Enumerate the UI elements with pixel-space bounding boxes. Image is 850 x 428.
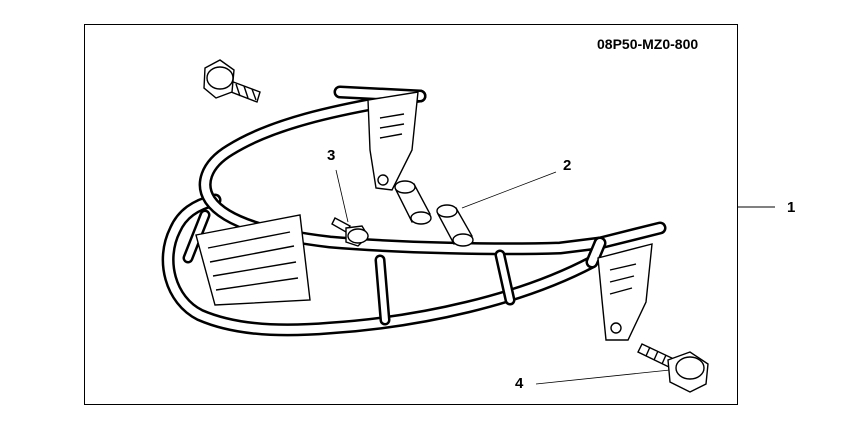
callout-3: 3	[327, 147, 336, 164]
part-number-label: 08P50-MZ0-800	[597, 36, 699, 52]
callout-1: 1	[787, 199, 796, 216]
leader-line-3	[335, 169, 349, 223]
right-mounting-bracket	[597, 243, 653, 341]
spacer-collars	[394, 180, 474, 247]
left-mounting-bracket	[367, 91, 419, 191]
rear-carrier-rack	[161, 85, 667, 337]
callout-2: 2	[563, 157, 572, 174]
leader-line-4	[535, 369, 671, 385]
rack-deck-plate	[195, 214, 311, 306]
flange-bolt-small	[331, 217, 369, 247]
leader-line-2	[461, 171, 557, 209]
flange-bolt-bottom	[637, 343, 709, 393]
flange-bolt-top	[203, 59, 261, 103]
callout-4: 4	[515, 375, 524, 392]
